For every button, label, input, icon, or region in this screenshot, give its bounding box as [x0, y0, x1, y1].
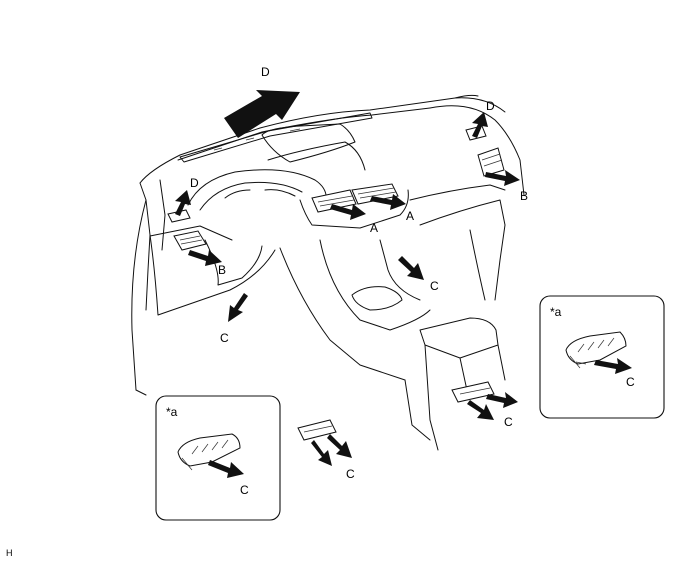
label-center-left: A	[370, 221, 378, 235]
left-side-vent	[167, 209, 207, 251]
label-inset-left-tag: *a	[166, 405, 178, 419]
label-left-side: B	[218, 263, 226, 277]
arrow-rear-floor-2	[327, 434, 352, 458]
label-left-up: D	[190, 176, 199, 190]
label-top-dash: D	[261, 65, 270, 79]
arrow-left-lower	[228, 293, 248, 322]
arrow-center-lower	[398, 256, 424, 280]
arrow-center-left	[330, 204, 366, 220]
arrow-top-dash	[224, 90, 300, 138]
center-vent-left	[311, 189, 357, 213]
console-rear-vent	[451, 381, 495, 403]
label-inset-right-tag: *a	[550, 305, 562, 319]
label-right-up: D	[486, 99, 495, 113]
arrow-left-up	[175, 190, 191, 216]
inset-right	[539, 295, 665, 419]
label-right-side: B	[520, 189, 528, 203]
labels: D D D B A A B C C C C *a C *a C H	[6, 65, 635, 558]
dashboard-outline	[131, 94, 525, 451]
right-side-vent	[465, 125, 505, 177]
arrow-right-side	[485, 170, 520, 186]
label-inset-right-c: C	[626, 375, 635, 389]
arrow-console-rear-2	[486, 392, 518, 408]
arrow-right-up	[472, 112, 488, 138]
label-left-lower: C	[220, 331, 229, 345]
label-corner-code: H	[6, 548, 13, 558]
arrow-console-rear-1	[467, 400, 494, 420]
label-rear-floor: C	[346, 467, 355, 481]
arrow-rear-floor-1	[311, 440, 332, 466]
arrows	[175, 90, 520, 466]
label-console-rear: C	[504, 415, 513, 429]
label-inset-left-c: C	[240, 483, 249, 497]
rear-floor-vent	[297, 419, 337, 441]
label-center-lower: C	[430, 279, 439, 293]
inset-right-arrow	[594, 358, 632, 374]
label-center-right: A	[406, 209, 414, 223]
center-vent-right	[351, 183, 399, 205]
inset-left	[155, 395, 281, 521]
arrow-center-right	[370, 194, 406, 210]
arrow-left-side	[188, 250, 222, 266]
inset-left-arrow	[208, 460, 244, 478]
